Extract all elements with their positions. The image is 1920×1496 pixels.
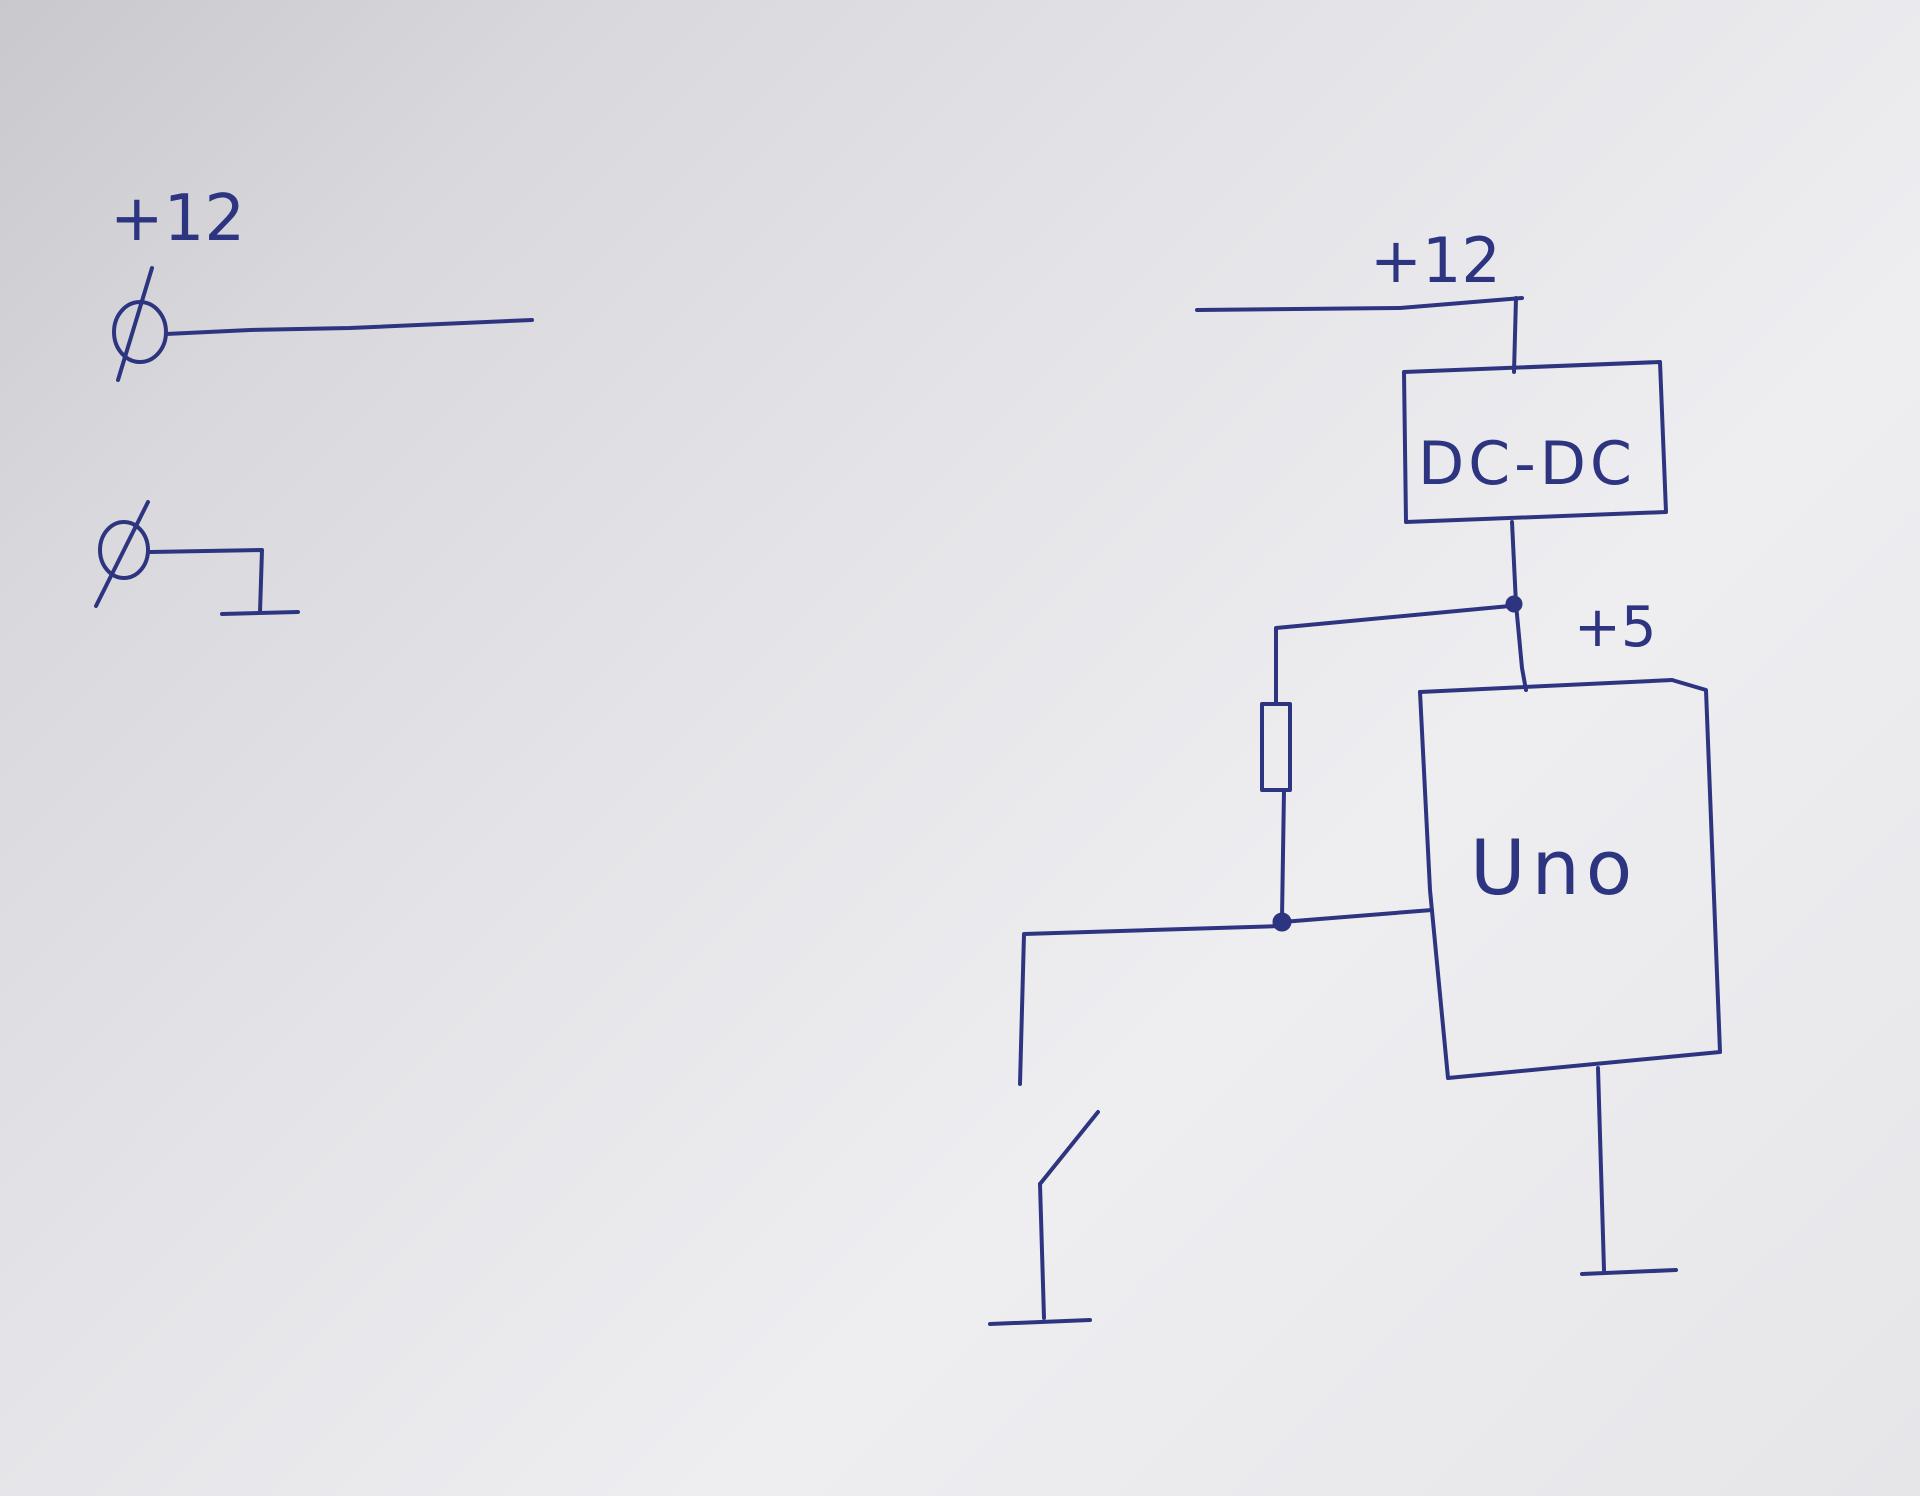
terminal-plus-12-icon [112, 266, 168, 382]
terminal-ground-icon [94, 500, 150, 608]
left-supply-label: +12 [110, 182, 245, 256]
dc-dc-converter: DC-DC [1402, 360, 1668, 524]
dc-dc-box [1402, 360, 1668, 524]
dc-dc-output-wire [1510, 520, 1528, 692]
uno-top-power-wire [1418, 678, 1674, 694]
plus-12-feed-wire [1195, 296, 1524, 374]
switch-top-wire [1018, 924, 1284, 1086]
ground-input-wire [148, 548, 264, 614]
uno-label: Uno [1470, 823, 1638, 912]
right-supply-label: +12 [1370, 224, 1501, 297]
resistor-bottom-wire [1280, 788, 1286, 920]
uno-box [1418, 678, 1722, 1080]
plus-12-input-wire [164, 318, 534, 336]
uno-input-wire [1280, 908, 1434, 924]
rail-5v-label: +5 [1574, 595, 1657, 660]
ground-bar-switch [988, 1318, 1092, 1326]
ground-bar-left [220, 610, 300, 616]
resistor-top-wire [1274, 604, 1512, 706]
push-switch [1038, 1110, 1100, 1320]
ground-bar-uno [1580, 1268, 1678, 1276]
junction-5v [1505, 595, 1523, 613]
dc-dc-label: DC-DC [1418, 429, 1636, 499]
pull-up-resistor [1260, 702, 1292, 792]
uno-board: Uno [1418, 678, 1722, 1080]
uno-ground-wire [1596, 1066, 1606, 1272]
